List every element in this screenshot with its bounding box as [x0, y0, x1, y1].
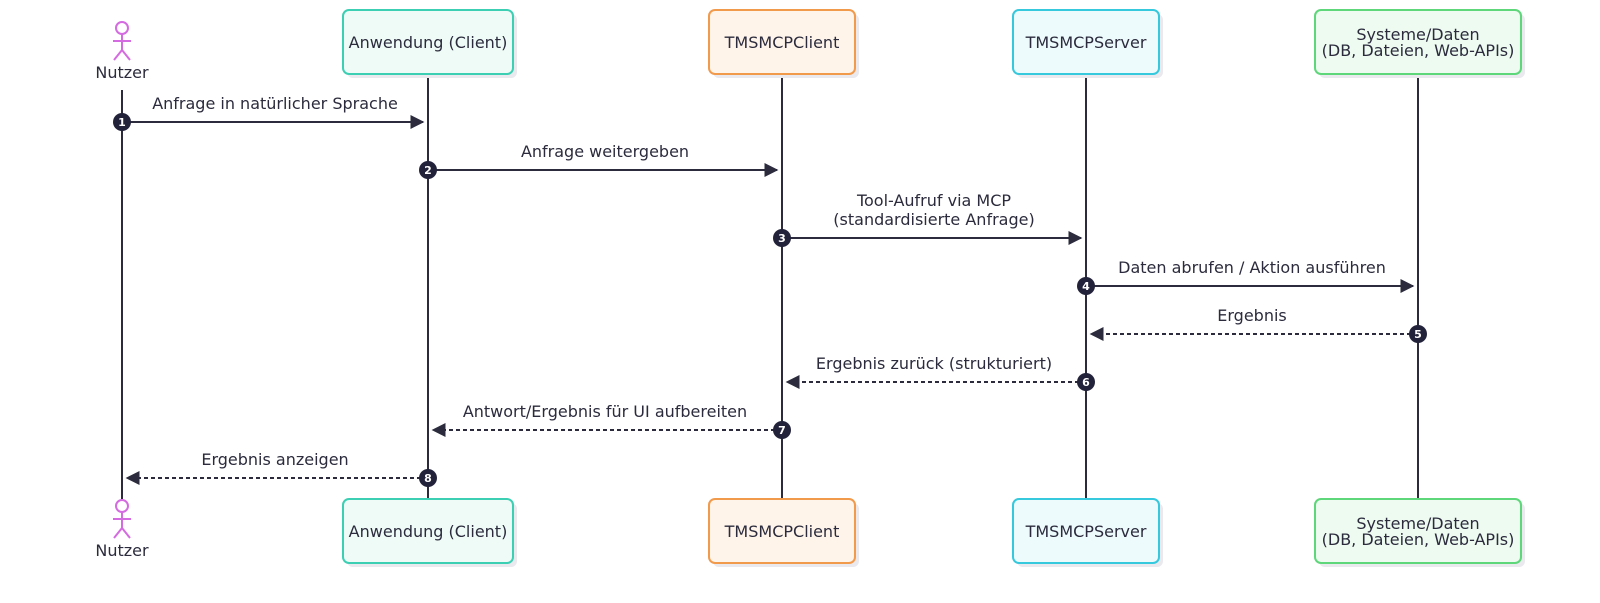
participant-systems-top: Systeme/Daten(DB, Dateien, Web-APIs) [1314, 9, 1525, 78]
participant-mcpserver-bottom: TMSMCPServer [1012, 498, 1163, 567]
message-7: Antwort/Ergebnis für UI aufbereiten 7 [431, 402, 791, 439]
step-badge: 4 [1077, 277, 1095, 295]
participant-app-bottom: Anwendung (Client) [342, 498, 517, 567]
participant-label: Anwendung (Client) [349, 522, 508, 541]
participant-app-top: Anwendung (Client) [342, 9, 517, 78]
message-label: Anfrage weitergeben [521, 142, 689, 161]
step-badge: 1 [113, 113, 131, 131]
step-number: 2 [424, 164, 432, 177]
step-number: 5 [1414, 328, 1422, 341]
message-4: Daten abrufen / Aktion ausführen 4 [1077, 258, 1415, 295]
message-label: Antwort/Ergebnis für UI aufbereiten [463, 402, 747, 421]
step-badge: 8 [419, 469, 437, 487]
step-badge: 3 [773, 229, 791, 247]
message-label: Ergebnis zurück (strukturiert) [816, 354, 1052, 373]
message-label: Ergebnis anzeigen [201, 450, 348, 469]
stick-figure-icon [113, 21, 131, 61]
participant-label: TMSMCPClient [724, 522, 840, 541]
message-label: Tool-Aufruf via MCP(standardisierte Anfr… [833, 191, 1034, 229]
step-badge: 5 [1409, 325, 1427, 343]
stick-figure-icon [113, 499, 131, 539]
participants-bottom: Nutzer Anwendung (Client) TMSMCPClient TMSM… [95, 498, 1525, 567]
actor-user-bottom: Nutzer [95, 499, 149, 560]
lifelines [121, 74, 1419, 499]
participant-mcpclient-top: TMSMCPClient [708, 9, 859, 78]
step-number: 8 [424, 472, 432, 485]
step-number: 1 [118, 116, 126, 129]
participant-systems-bottom: Systeme/Daten(DB, Dateien, Web-APIs) [1314, 498, 1525, 567]
participant-label: TMSMCPClient [724, 33, 840, 52]
message-6: Ergebnis zurück (strukturiert) 6 [785, 354, 1095, 391]
message-8: Ergebnis anzeigen 8 [125, 450, 437, 487]
step-number: 4 [1082, 280, 1090, 293]
actor-label: Nutzer [95, 541, 149, 560]
step-badge: 6 [1077, 373, 1095, 391]
message-3: Tool-Aufruf via MCP(standardisierte Anfr… [773, 191, 1083, 247]
step-number: 3 [778, 232, 786, 245]
message-label: Ergebnis [1217, 306, 1286, 325]
participant-label: TMSMCPServer [1025, 522, 1147, 541]
message-label: Daten abrufen / Aktion ausführen [1118, 258, 1386, 277]
participant-label: Anwendung (Client) [349, 33, 508, 52]
actor-user-top: Nutzer [95, 21, 149, 82]
message-5: Ergebnis 5 [1089, 306, 1427, 343]
step-number: 6 [1082, 376, 1090, 389]
participant-mcpserver-top: TMSMCPServer [1012, 9, 1163, 78]
message-label: Anfrage in natürlicher Sprache [152, 94, 398, 113]
step-badge: 7 [773, 421, 791, 439]
message-1: Anfrage in natürlicher Sprache 1 [113, 94, 425, 131]
step-badge: 2 [419, 161, 437, 179]
participant-mcpclient-bottom: TMSMCPClient [708, 498, 859, 567]
step-number: 7 [778, 424, 786, 437]
actor-label: Nutzer [95, 63, 149, 82]
participant-label: TMSMCPServer [1025, 33, 1147, 52]
participants-top: Nutzer Anwendung (Client) TMSMCPClient TMSM… [95, 9, 1525, 82]
participant-label: Systeme/Daten(DB, Dateien, Web-APIs) [1322, 514, 1515, 549]
message-2: Anfrage weitergeben 2 [419, 142, 779, 179]
participant-label: Systeme/Daten(DB, Dateien, Web-APIs) [1322, 25, 1515, 60]
